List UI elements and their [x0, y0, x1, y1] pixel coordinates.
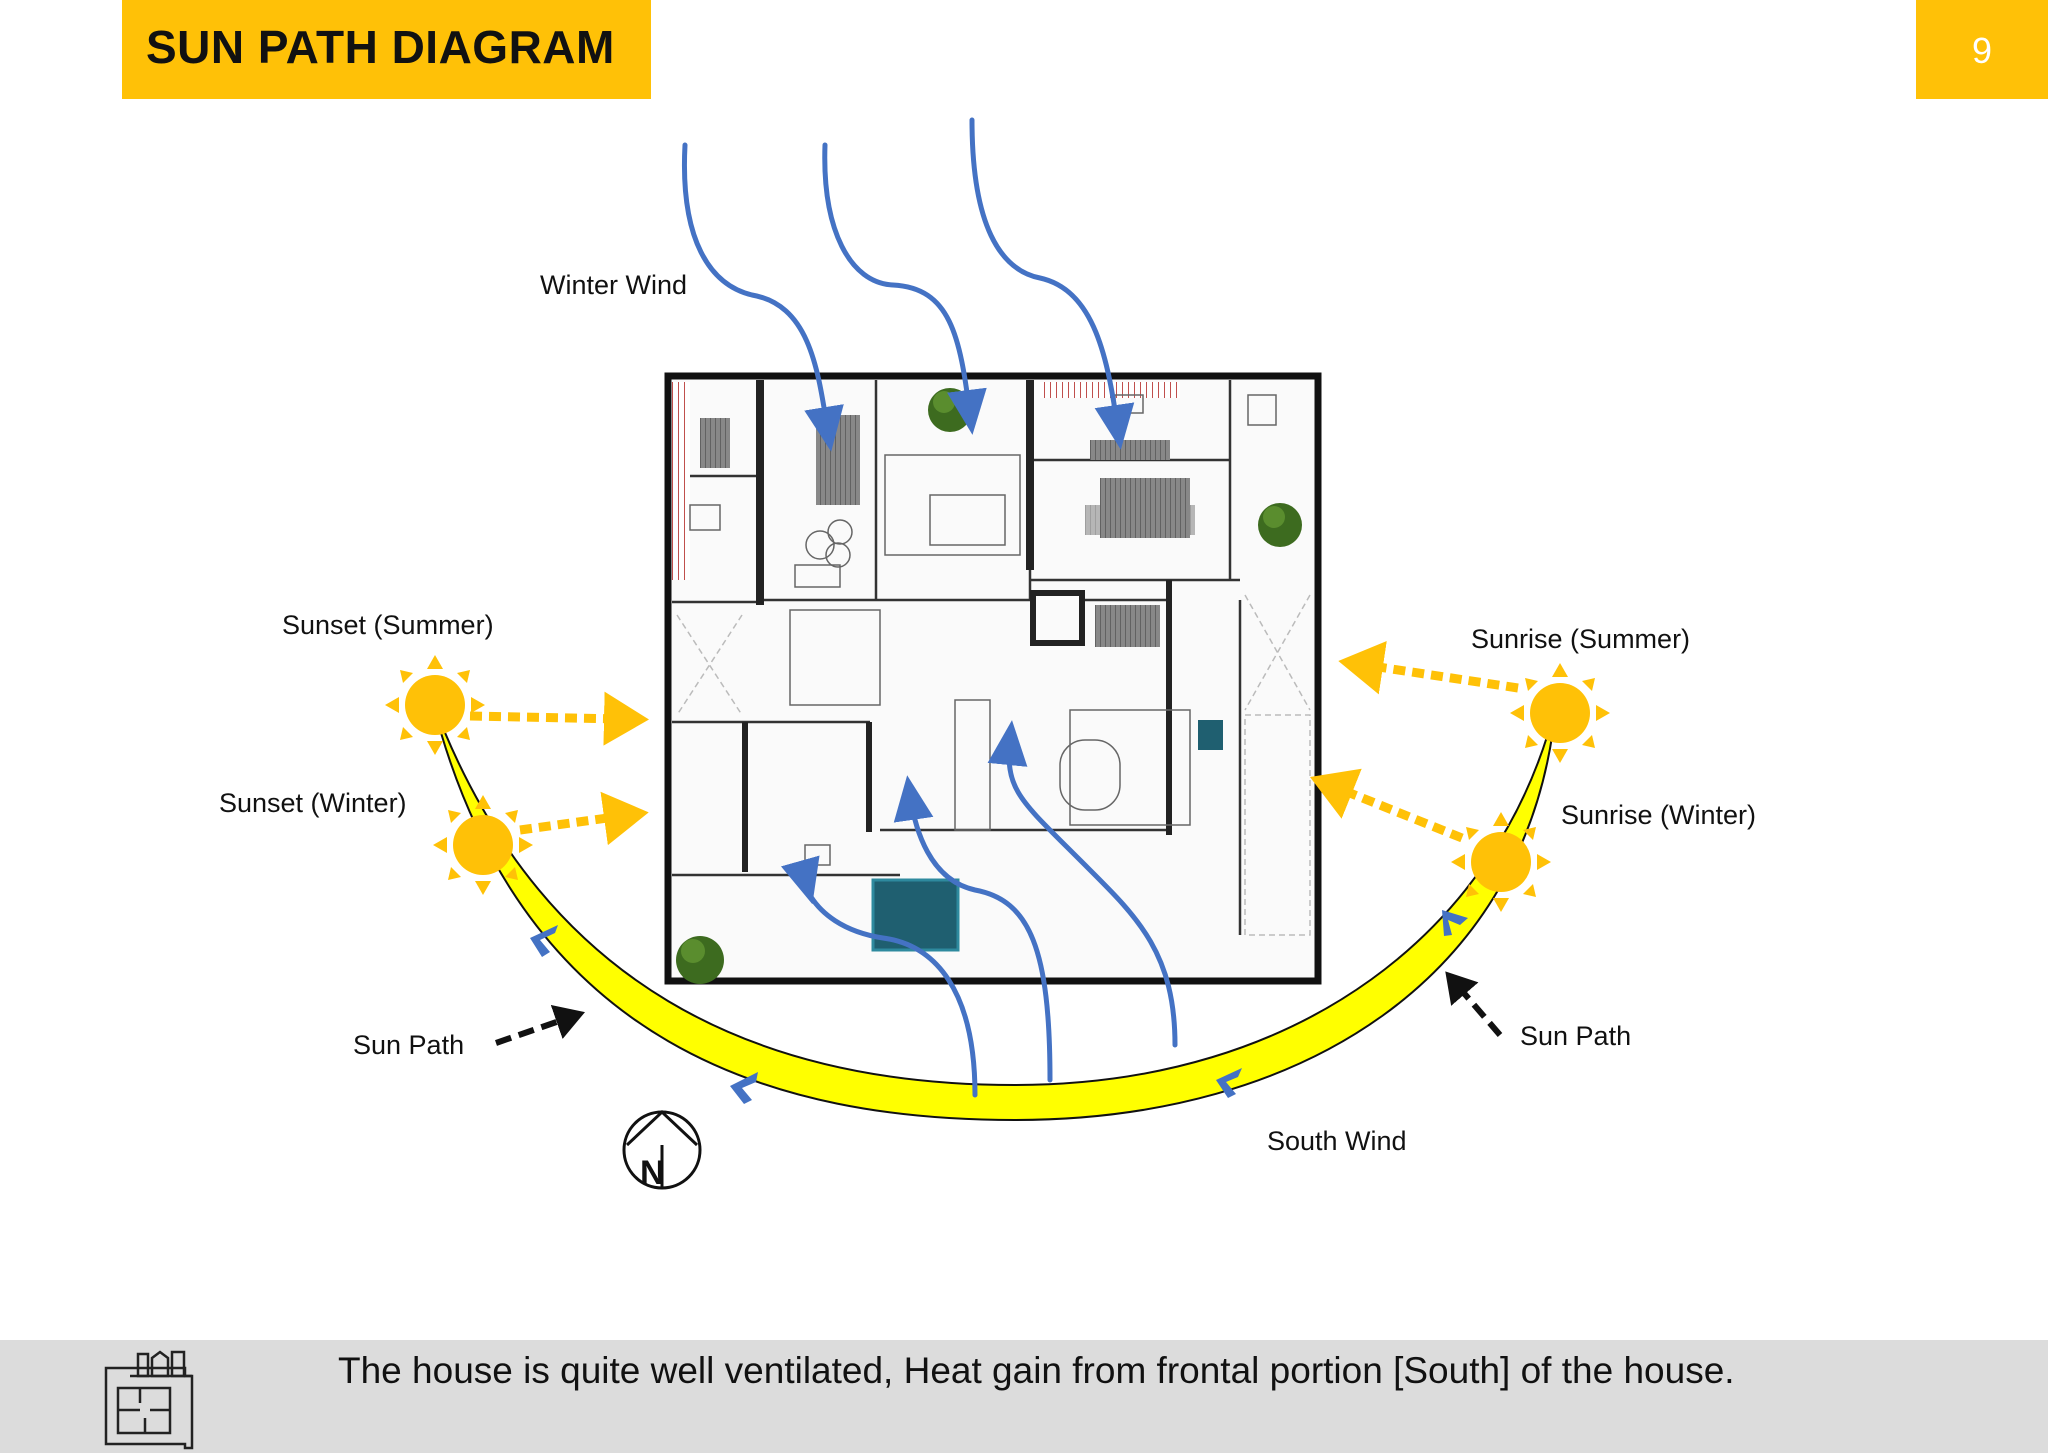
sun-path-label-right: Sun Path: [1520, 1021, 1632, 1051]
sunset-winter-label: Sunset (Winter): [219, 788, 407, 818]
sun-ray-arrows: [469, 640, 1519, 846]
title-banner: SUN PATH DIAGRAM: [122, 0, 651, 99]
floor-plan-icon: [104, 1350, 194, 1450]
footer-bar: The house is quite well ventilated, Heat…: [0, 1340, 2048, 1453]
sun-path-diagram: N: [385, 117, 1610, 1192]
page-title: SUN PATH DIAGRAM: [146, 21, 615, 73]
sunrise-summer-label: Sunrise (Summer): [1471, 624, 1691, 654]
floor-plan: [664, 372, 1322, 985]
sun-path-label-left: Sun Path: [353, 1030, 465, 1060]
sun-path-pointers: [495, 971, 1503, 1046]
wind-arrows: [681, 117, 1178, 1098]
sun-path-direction-markers: [530, 910, 1468, 1104]
sun-icon: [385, 655, 1610, 912]
page-number-badge: 9: [1916, 0, 2048, 99]
sunset-summer-label: Sunset (Summer): [282, 610, 494, 640]
page-number: 9: [1971, 30, 1993, 71]
footer-caption: The house is quite well ventilated, Heat…: [338, 1350, 1735, 1391]
south-wind-label: South Wind: [1267, 1126, 1407, 1156]
winter-wind-label: Winter Wind: [540, 270, 688, 300]
north-arrow-icon: [622, 1109, 702, 1190]
north-label: N: [640, 1154, 665, 1192]
sunrise-winter-label: Sunrise (Winter): [1561, 800, 1757, 830]
